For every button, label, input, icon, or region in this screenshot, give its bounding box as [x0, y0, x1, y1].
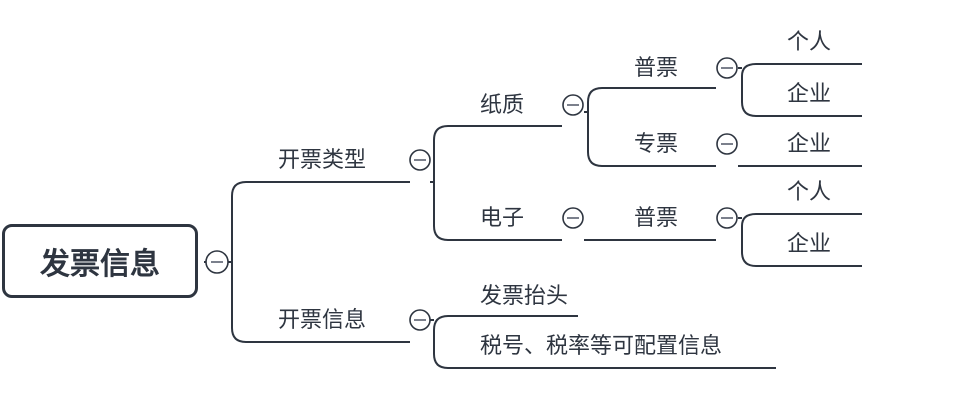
connector-type-branch: [430, 125, 562, 241]
node-kaipiao-xinxi[interactable]: 开票信息: [278, 308, 367, 333]
leaf-qiye-2[interactable]: 企业: [787, 132, 832, 157]
node-dianzi[interactable]: 电子: [480, 206, 525, 231]
collapse-button-zhizhi-putong[interactable]: [716, 57, 738, 79]
collapse-button-zhizhi[interactable]: [562, 94, 584, 116]
root-node-label: 发票信息: [40, 247, 160, 282]
node-zhizhi-zhuan[interactable]: 专票: [634, 132, 679, 157]
connector-electronic-normal-branch: [738, 213, 862, 267]
collapse-button-dianzi[interactable]: [562, 207, 584, 229]
leaf-qiye-3[interactable]: 企业: [787, 232, 832, 257]
node-zhizhi-putong[interactable]: 普票: [634, 56, 679, 81]
node-kaipiao-leixing[interactable]: 开票类型: [278, 148, 367, 173]
collapse-button-kaipiao-xinxi[interactable]: [409, 309, 431, 331]
root-node[interactable]: 发票信息: [2, 224, 198, 298]
leaf-geren-2[interactable]: 个人: [787, 180, 832, 205]
node-dianzi-putong[interactable]: 普票: [634, 206, 679, 231]
node-fapiao-taitou[interactable]: 发票抬头: [480, 284, 569, 309]
leaf-qiye-1[interactable]: 企业: [787, 82, 832, 107]
leaf-geren-1[interactable]: 个人: [787, 30, 832, 55]
node-zhizhi[interactable]: 纸质: [480, 93, 525, 118]
collapse-button-root[interactable]: [205, 250, 229, 274]
collapse-button-kaipiao-leixing[interactable]: [409, 149, 431, 171]
connector-paper-normal-branch: [738, 63, 862, 117]
collapse-button-zhizhi-zhuan[interactable]: [716, 133, 738, 155]
connector-paper-branch: [584, 87, 716, 167]
node-shuihao-info[interactable]: 税号、税率等可配置信息: [480, 334, 723, 359]
collapse-button-dianzi-putong[interactable]: [716, 207, 738, 229]
